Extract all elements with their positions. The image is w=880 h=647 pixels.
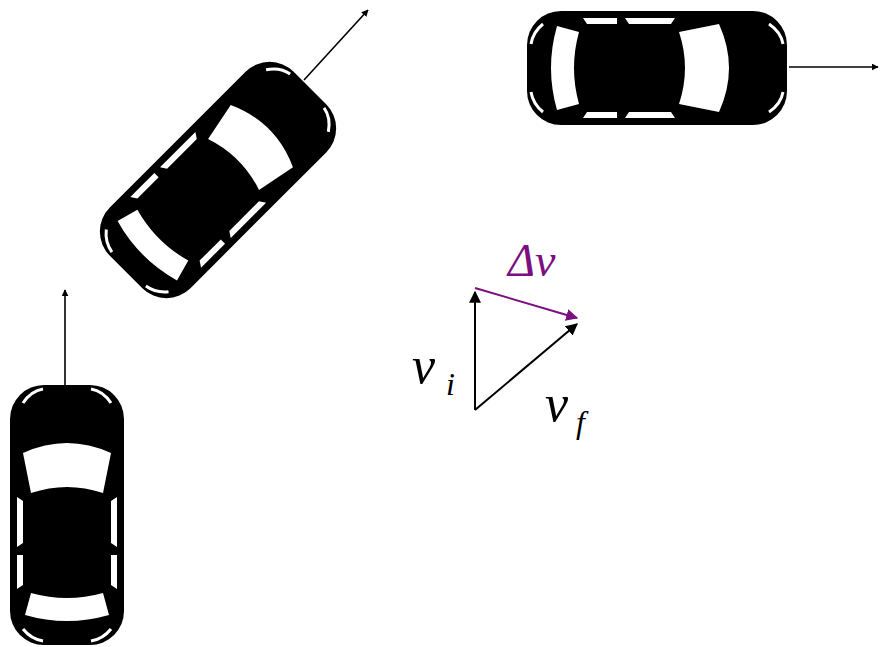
vector-symbol: v [545,378,568,430]
vector-symbol: v [412,340,435,392]
subscript: i [446,368,455,400]
subscript: f [576,406,585,438]
delta-v-label: Δv [508,238,555,284]
